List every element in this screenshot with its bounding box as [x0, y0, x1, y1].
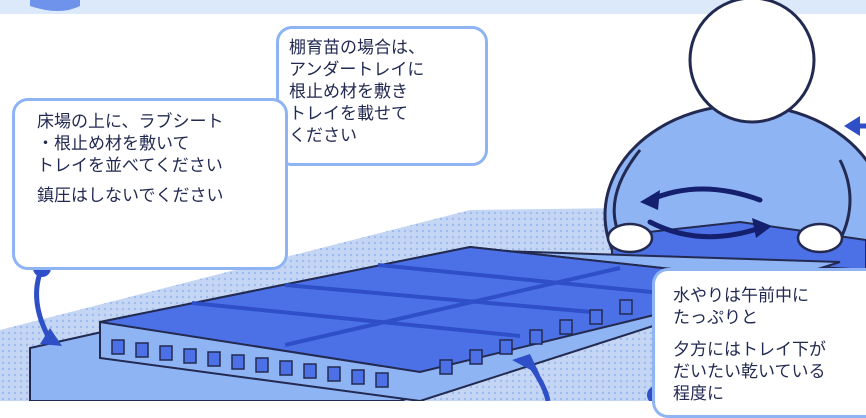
callout-line: 棚育苗の場合は、: [289, 38, 425, 58]
rotate-icon: [647, 186, 763, 240]
top-band: [0, 0, 866, 14]
callout-line: 水やりは午前中に: [673, 286, 809, 306]
person-arm-right: [838, 159, 852, 241]
main-tray: [29, 245, 841, 401]
hand-right: [796, 222, 844, 254]
callout-line: だいたい乾いている: [673, 362, 826, 382]
callout-line: 程度に: [673, 384, 724, 404]
callout-line: たっぷりと: [673, 308, 758, 328]
tray-dividers: [191, 263, 693, 347]
callout-line: 根止め材を敷き: [289, 82, 408, 102]
tray-cells: [111, 299, 633, 388]
person-head: [688, 0, 816, 124]
illustration: [0, 0, 866, 401]
callout-watering: 水やりは午前中に たっぷりと 夕方にはトレイ下が だいたい乾いている 程度に: [652, 268, 866, 418]
callout-line: ・根止め材を敷いて: [37, 134, 190, 154]
callout-line: トレイを並べてください: [37, 156, 223, 176]
callout-seedling-tray: 棚育苗の場合は、 アンダートレイに 根止め材を敷き トレイを載せて ください: [276, 26, 488, 166]
corner-tab: [30, 0, 80, 11]
callout-note: 鎮圧はしないでください: [37, 186, 224, 206]
callout-line: 夕方にはトレイ下が: [673, 340, 826, 360]
hand-left: [606, 222, 654, 254]
callout-floor-setup: 床場の上に、ラブシート ・根止め材を敷いて トレイを並べてください 鎮圧はしない…: [12, 98, 288, 270]
callout-line: ください: [289, 126, 357, 146]
callout-line: トレイを載せて: [289, 104, 408, 124]
callout-line: 床場の上に、ラブシート: [37, 112, 224, 132]
callout-line: アンダートレイに: [289, 60, 425, 80]
